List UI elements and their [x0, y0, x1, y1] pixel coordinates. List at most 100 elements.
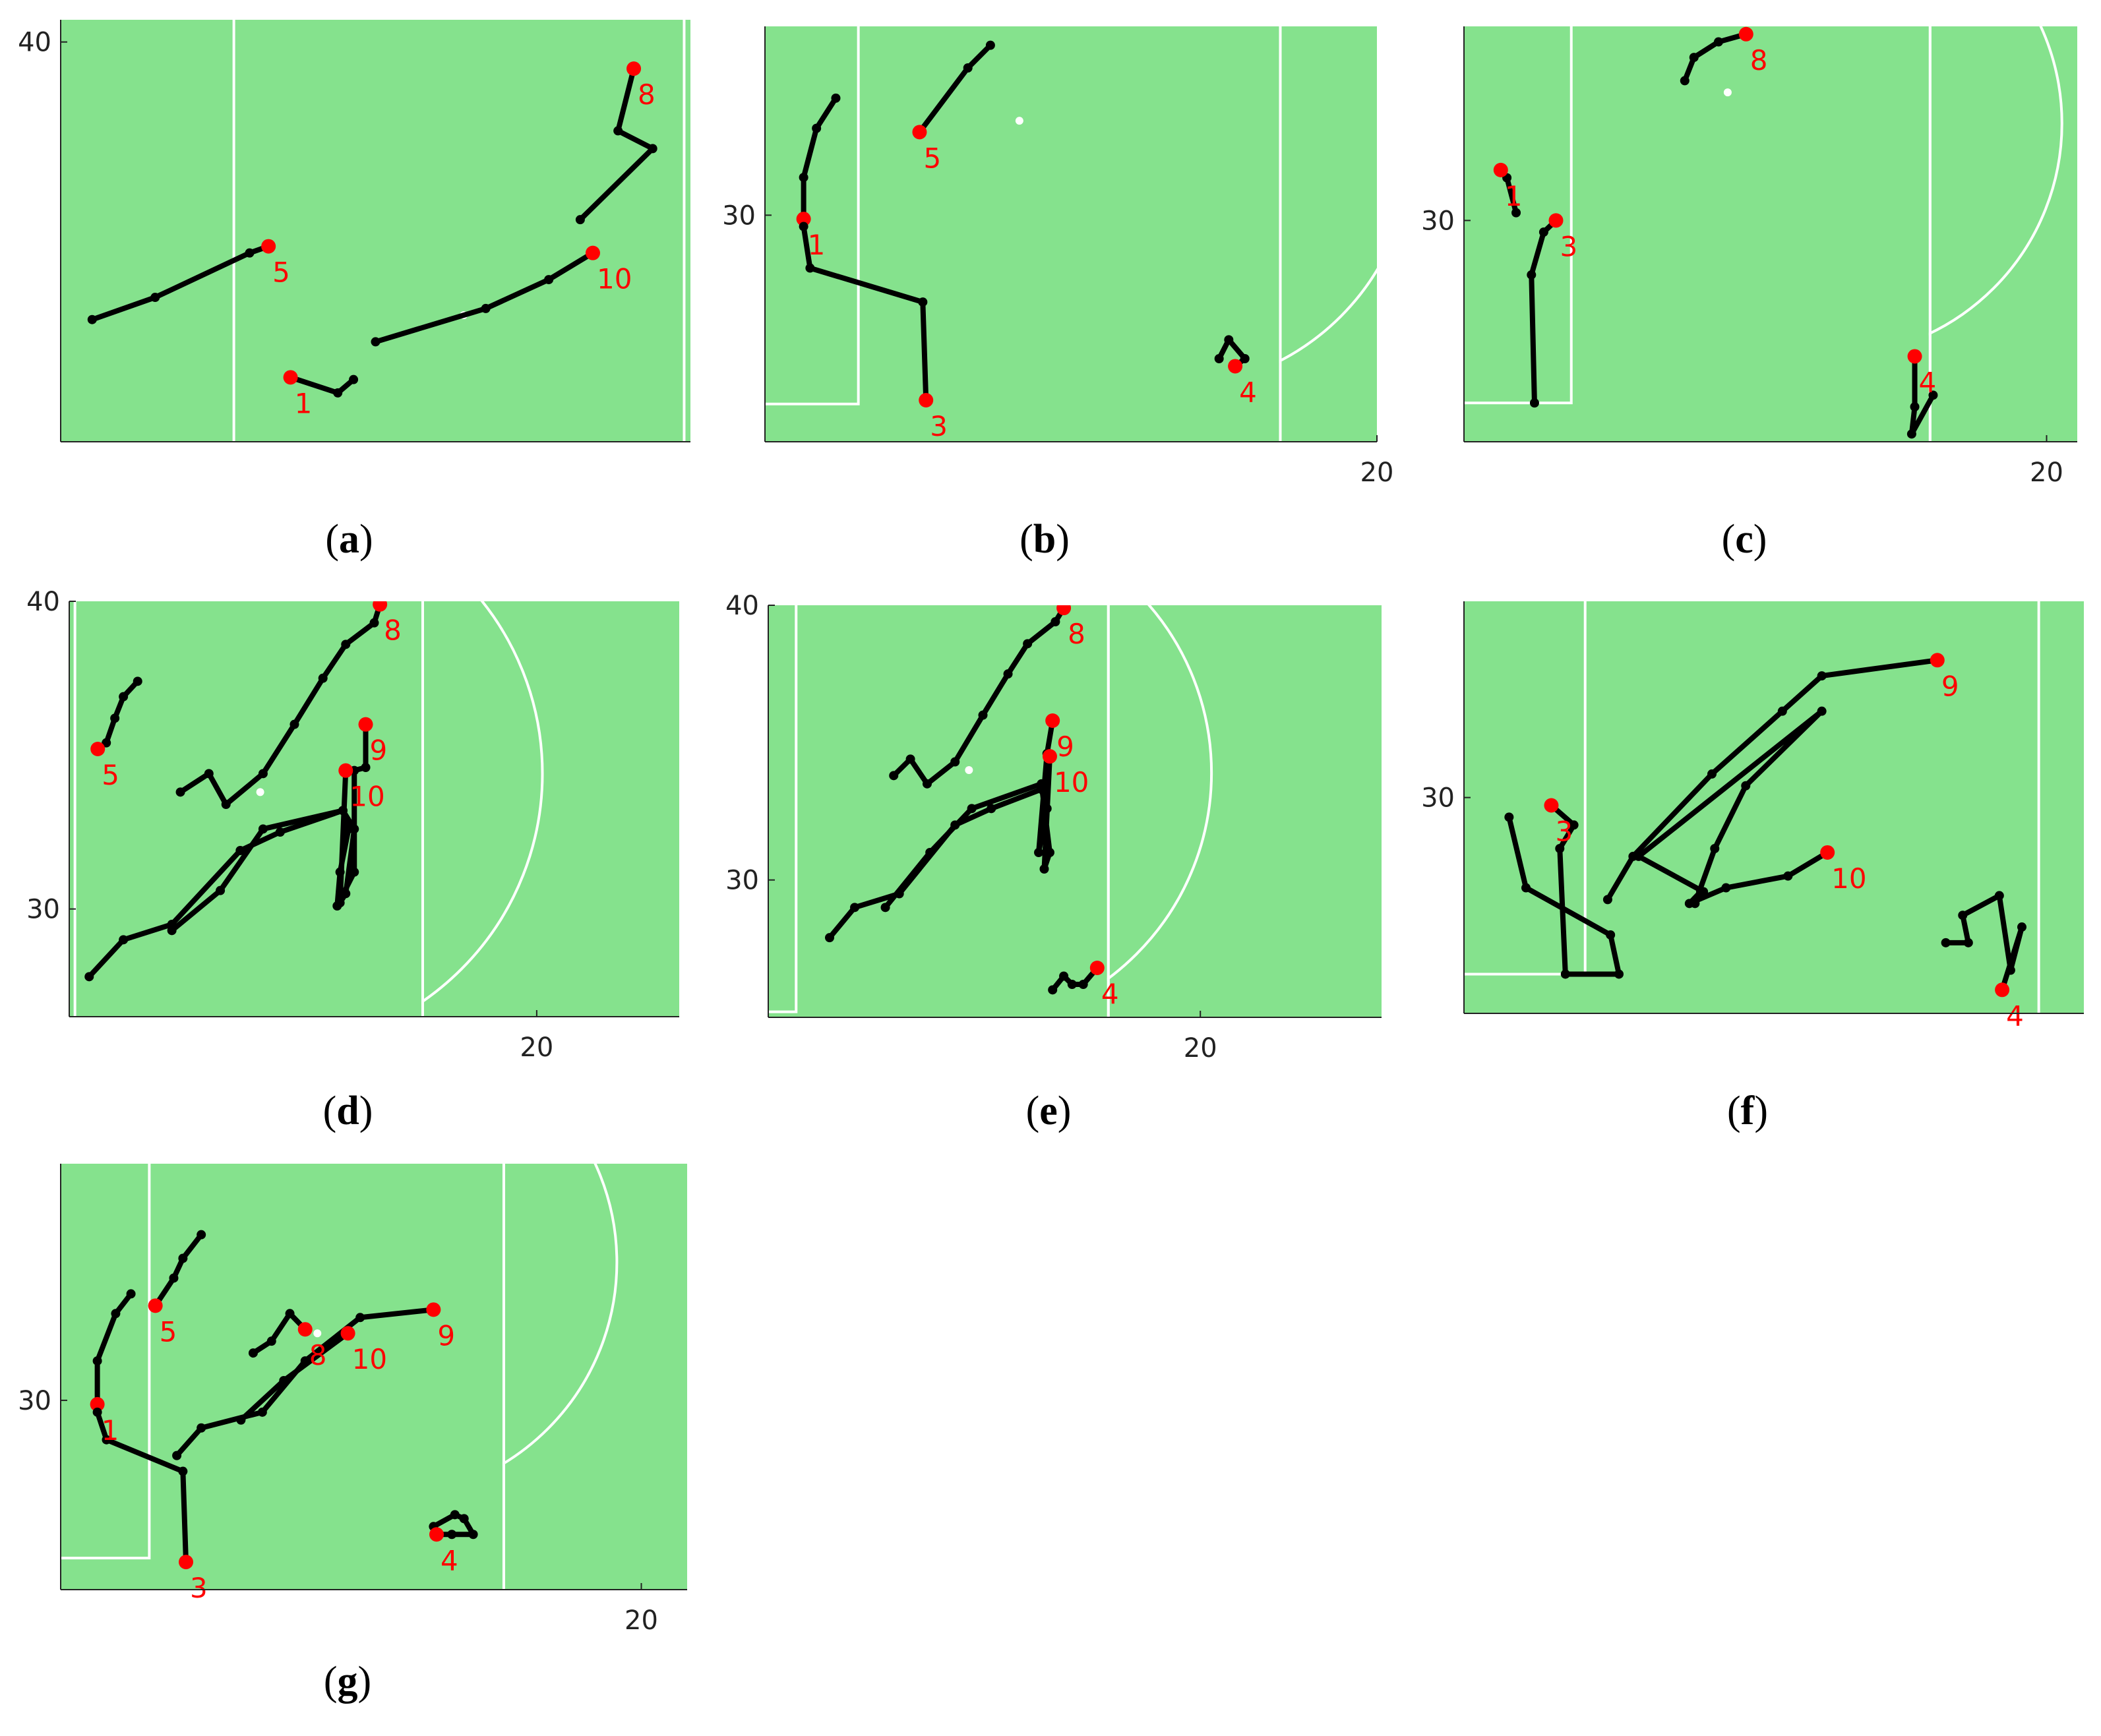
track-point [950, 757, 960, 767]
player-label: 8 [309, 1339, 327, 1371]
y-tick-label: 40 [26, 587, 60, 617]
player-position-9 [426, 1302, 441, 1317]
track-point [613, 126, 623, 136]
track-point [111, 1309, 121, 1319]
track-point [481, 303, 491, 313]
track-point [102, 738, 111, 748]
track-point [1560, 969, 1570, 979]
player-position-5 [90, 742, 106, 756]
track-point [987, 804, 996, 814]
y-tick-label: 30 [18, 1386, 51, 1416]
track-point [172, 1451, 182, 1460]
y-tick-label: 30 [722, 200, 756, 231]
player-position-9 [1930, 653, 1945, 668]
track-point [1048, 985, 1058, 995]
player-label: 9 [1056, 731, 1074, 763]
y-tick-label: 30 [1421, 206, 1455, 236]
track-point [1023, 639, 1033, 649]
player-label: 4 [1919, 366, 1937, 398]
player-label: 5 [923, 142, 941, 174]
track-point [204, 769, 214, 779]
track-point [1240, 354, 1250, 363]
track-point [355, 1313, 365, 1323]
track-point [1713, 37, 1723, 47]
track-point [178, 1466, 188, 1476]
track-point [197, 1423, 206, 1433]
player-position-1 [283, 370, 298, 385]
player-position-3 [1544, 798, 1559, 813]
track-point [1529, 398, 1539, 408]
track-point [2005, 965, 2015, 975]
track-point [1606, 930, 1616, 940]
track-point [248, 1348, 258, 1358]
player-position-8 [1056, 605, 1072, 616]
track-point [1538, 227, 1548, 237]
player-track-4 [1908, 353, 1936, 437]
track-point [1684, 899, 1694, 909]
pitch-arc [69, 601, 544, 1017]
player-label: 10 [350, 781, 384, 813]
track-point [84, 972, 94, 982]
player-position-8 [626, 61, 642, 76]
player-position-10 [338, 763, 353, 778]
player-label: 9 [370, 734, 388, 767]
ball-marker [1723, 88, 1732, 97]
panel-caption: (f) [1727, 1089, 1768, 1133]
track-point [889, 771, 899, 781]
track-point [799, 173, 808, 183]
player-position-5 [148, 1298, 163, 1313]
track-point [119, 692, 129, 702]
track-point [963, 63, 973, 73]
ball-marker [256, 788, 264, 796]
track-point [905, 754, 915, 764]
track-point [1777, 706, 1787, 716]
panel-caption: (b) [1020, 517, 1070, 562]
player-label: 1 [295, 387, 313, 419]
track-point [92, 1407, 102, 1417]
track-point [1689, 53, 1699, 63]
track-point [167, 926, 177, 936]
track-point [1695, 887, 1705, 897]
track-point [1958, 911, 1968, 920]
track-point [831, 93, 841, 103]
track-point [1614, 969, 1624, 979]
track-point [279, 1375, 289, 1385]
player-position-4 [429, 1527, 444, 1542]
player-track-9 [1604, 657, 1940, 903]
player-track-3 [94, 1409, 189, 1565]
track-point [1569, 820, 1579, 830]
player-track-5 [89, 243, 272, 322]
pitch-markings [765, 26, 1377, 442]
track-point [1078, 980, 1088, 989]
player-track-3 [1529, 218, 1559, 406]
x-tick-label: 20 [624, 1605, 658, 1636]
player-position-4 [1089, 961, 1105, 975]
player-label: 5 [102, 759, 119, 791]
track-point [1067, 980, 1077, 989]
track-point [1633, 851, 1643, 861]
panel-caption: (g) [324, 1659, 371, 1704]
y-tick-label: 40 [18, 28, 51, 58]
track-point [1037, 779, 1047, 789]
ball-marker [965, 766, 973, 774]
track-point [1045, 848, 1054, 857]
player-label: 10 [1831, 862, 1866, 895]
track-point [236, 1415, 246, 1425]
track-point [447, 1530, 457, 1540]
pitch-markings [61, 1164, 619, 1590]
track-point [245, 248, 255, 258]
player-label: 4 [1101, 978, 1119, 1010]
player-label: 3 [930, 410, 948, 442]
track-point [1527, 270, 1537, 280]
player-position-3 [919, 393, 934, 407]
player-position-8 [1738, 26, 1753, 42]
track-point [257, 1407, 267, 1417]
track-point [1555, 844, 1565, 853]
track-point [1602, 895, 1612, 905]
player-position-4 [1228, 359, 1243, 374]
track-point [275, 827, 285, 837]
player-track-5 [152, 1232, 204, 1309]
